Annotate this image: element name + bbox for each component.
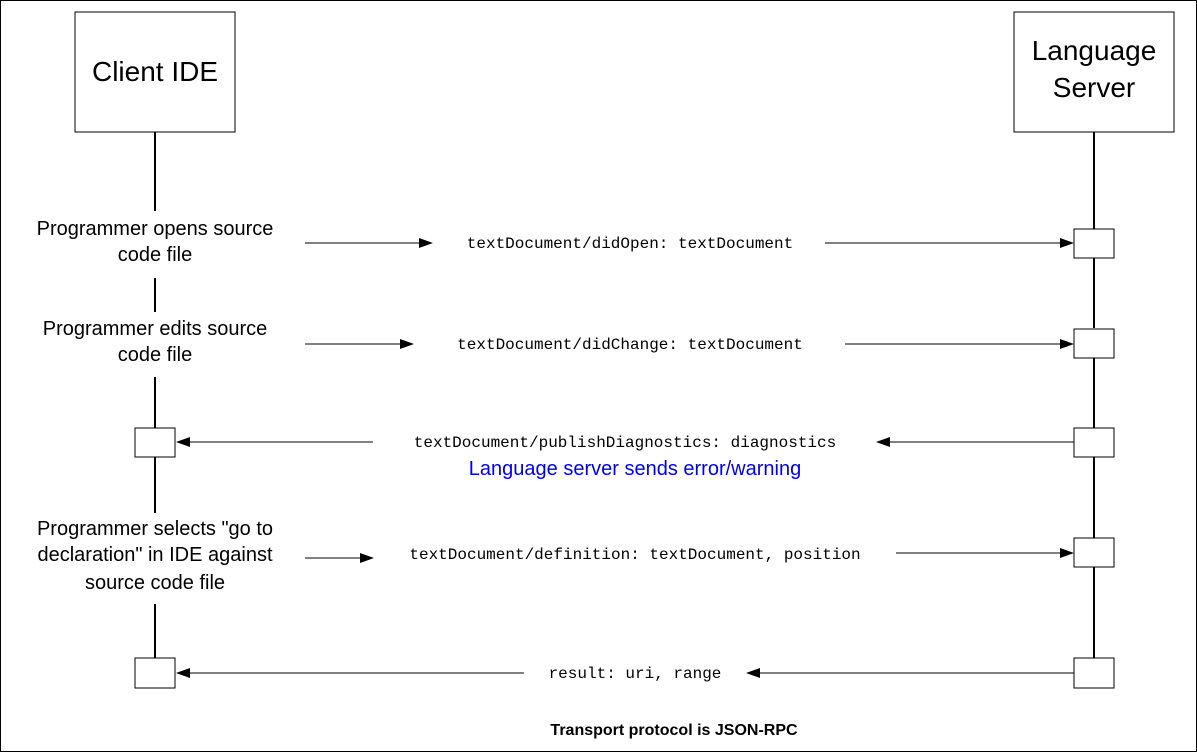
arrow-head-left-icon (176, 668, 190, 678)
server-activation-publish (1073, 427, 1115, 458)
message-publish-diagnostics: textDocument/publishDiagnostics: diagnos… (176, 434, 1074, 480)
language-server-title-line2: Server (1053, 72, 1135, 103)
server-activation-did-change (1073, 328, 1115, 359)
event-edit-file: Programmer edits source code file (43, 318, 268, 366)
language-server-participant: Language Server (1013, 11, 1175, 133)
client-ide-title: Client IDE (92, 56, 218, 87)
event-goto-line3: source code file (85, 572, 225, 594)
message-label: textDocument/didOpen: textDocument (467, 235, 793, 253)
message-label: textDocument/publishDiagnostics: diagnos… (414, 434, 836, 452)
server-activation-result (1073, 657, 1115, 689)
arrow-head-right-icon (400, 339, 414, 349)
client-ide-participant: Client IDE (74, 11, 236, 133)
arrow-head-right-icon (360, 553, 374, 563)
diagnostics-note: Language server sends error/warning (469, 458, 801, 480)
message-did-open: textDocument/didOpen: textDocument (305, 235, 1074, 253)
transport-protocol-footer: Transport protocol is JSON-RPC (550, 722, 798, 739)
event-open-file: Programmer opens source code file (37, 218, 274, 266)
message-did-change: textDocument/didChange: textDocument (305, 336, 1074, 354)
event-goto-line2: declaration" in IDE against (37, 544, 272, 566)
arrow-head-right-icon (1060, 548, 1074, 558)
event-go-to-declaration: Programmer selects "go to declaration" i… (37, 518, 273, 594)
client-activation-publish (134, 427, 176, 458)
language-server-title-line1: Language (1032, 35, 1157, 66)
server-activation-definition (1073, 537, 1115, 568)
message-label: textDocument/didChange: textDocument (457, 336, 803, 354)
event-edit-line2: code file (118, 344, 193, 366)
arrow-head-left-icon (876, 437, 890, 447)
arrow-head-left-icon (746, 668, 760, 678)
event-open-line1: Programmer opens source (37, 218, 274, 240)
client-activation-result (134, 657, 176, 689)
event-open-line2: code file (118, 244, 193, 266)
message-result: result: uri, range (176, 665, 1074, 683)
message-definition: textDocument/definition: textDocument, p… (305, 546, 1074, 564)
event-edit-line1: Programmer edits source (43, 318, 268, 340)
arrow-head-right-icon (419, 238, 433, 248)
arrow-head-left-icon (176, 437, 190, 447)
message-label: textDocument/definition: textDocument, p… (409, 546, 860, 564)
server-activation-did-open (1073, 228, 1115, 259)
event-goto-line1: Programmer selects "go to (37, 518, 273, 540)
arrow-head-right-icon (1060, 339, 1074, 349)
message-label: result: uri, range (549, 665, 722, 683)
arrow-head-right-icon (1060, 238, 1074, 248)
